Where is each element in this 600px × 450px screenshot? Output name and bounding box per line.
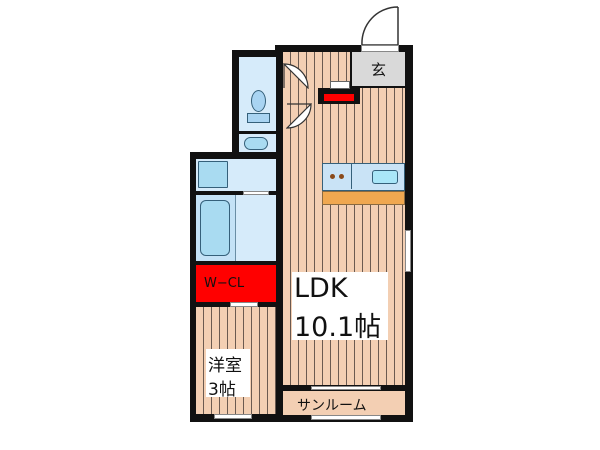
burner-icon <box>330 174 335 179</box>
hall-door[interactable] <box>285 102 312 129</box>
washing-machine-icon <box>198 161 228 188</box>
sink-icon <box>372 170 398 184</box>
door-swing-icon <box>285 102 312 129</box>
bathtub-icon <box>200 200 230 256</box>
shoe-cabinet-top <box>330 81 350 89</box>
entrance-label: 玄 <box>370 61 386 79</box>
ldk-label-box: LDK 10.1帖 <box>292 272 388 343</box>
ldk-side-window <box>405 230 411 272</box>
toilet-door[interactable] <box>282 63 309 90</box>
door-swing-icon <box>361 6 399 46</box>
western-room-label-bg <box>206 349 250 397</box>
kitchen-counter <box>322 163 405 191</box>
stove-icon <box>323 164 352 189</box>
western-room-label: 洋室 <box>208 356 242 376</box>
western-room-window <box>214 414 252 419</box>
washroom-upper <box>239 134 276 156</box>
sunroom-label: サンルーム <box>297 398 367 414</box>
entrance-door[interactable] <box>360 5 400 47</box>
sunroom-inner-window <box>311 386 381 390</box>
washroom <box>196 159 276 191</box>
walk-in-closet: W−CL <box>196 265 276 302</box>
toilet-room <box>239 57 276 131</box>
washbasin-icon <box>244 137 268 150</box>
western-room: 洋室 3帖 <box>196 307 276 414</box>
shoe-cabinet <box>324 94 354 101</box>
bath-door[interactable] <box>243 191 269 195</box>
entrance-area: 玄 <box>350 52 405 88</box>
kitchen-countertop <box>322 191 405 205</box>
walk-in-closet-label: W−CL <box>204 276 245 291</box>
entrance-door-opening <box>361 45 399 52</box>
western-room-size: 3帖 <box>208 380 236 400</box>
bathroom <box>196 195 276 261</box>
toilet-tank-icon <box>247 113 270 123</box>
door-swing-icon <box>282 63 309 90</box>
western-room-door[interactable] <box>230 302 258 307</box>
ldk-size: 10.1帖 <box>294 312 382 343</box>
toilet-icon <box>251 90 266 112</box>
sunroom-outer-window <box>311 415 381 420</box>
burner-icon <box>339 174 344 179</box>
ldk-label: LDK <box>294 273 348 304</box>
sunroom: サンルーム <box>283 391 405 415</box>
